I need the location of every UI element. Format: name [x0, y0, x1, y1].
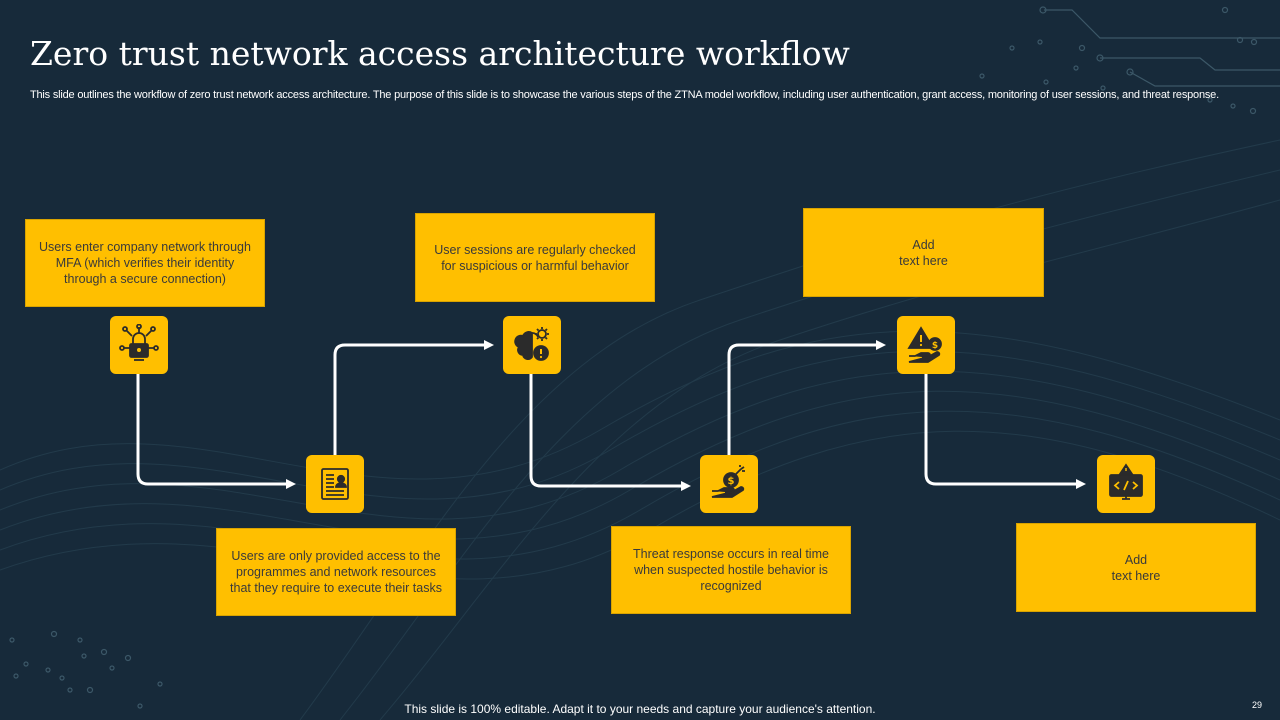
svg-text:$: $ [728, 476, 735, 487]
connector-step3-step4 [529, 374, 691, 491]
step1-icon-tile [110, 316, 168, 374]
connector-step1-step2 [136, 374, 296, 489]
step1-box: Users enter company network through MFA … [25, 219, 265, 307]
page-number: 29 [1251, 700, 1262, 710]
step6-icon-tile [1097, 455, 1155, 513]
brain-gear-alert-icon [514, 327, 549, 361]
step5-box: Add text here [803, 208, 1044, 297]
connector-step5-step6 [924, 374, 1086, 489]
hand-money-bomb-icon: $ [711, 465, 745, 498]
step4-text: Threat response occurs in real time when… [633, 547, 829, 593]
step3-text: User sessions are regularly checked for … [434, 242, 636, 273]
page-title: Zero trust network access architecture w… [30, 34, 850, 73]
warning-hand-money-icon: $ [907, 326, 942, 363]
step2-box: Users are only provided access to the pr… [216, 528, 456, 616]
step2-icon-tile [306, 455, 364, 513]
connector-step2-step3 [333, 340, 494, 455]
step2-text: Users are only provided access to the pr… [230, 549, 442, 595]
svg-text:$: $ [932, 341, 938, 351]
step6-box: Add text here [1016, 523, 1256, 612]
step4-icon-tile: $ [700, 455, 758, 513]
step1-text: Users enter company network through MFA … [39, 240, 251, 286]
step3-box: User sessions are regularly checked for … [415, 213, 655, 302]
network-lock-icon [119, 324, 159, 361]
step5-icon-tile: $ [897, 316, 955, 374]
footer-note: This slide is 100% editable. Adapt it to… [404, 702, 876, 716]
step4-box: Threat response occurs in real time when… [611, 526, 851, 614]
document-user-icon [321, 468, 349, 500]
step3-icon-tile [503, 316, 561, 374]
monitor-code-alert-icon [1109, 463, 1143, 500]
step5-text: Add text here [899, 237, 948, 268]
connector-step4-step5 [727, 340, 886, 455]
step6-text: Add text here [1111, 552, 1161, 583]
page-subtitle: This slide outlines the workflow of zero… [30, 89, 1219, 101]
